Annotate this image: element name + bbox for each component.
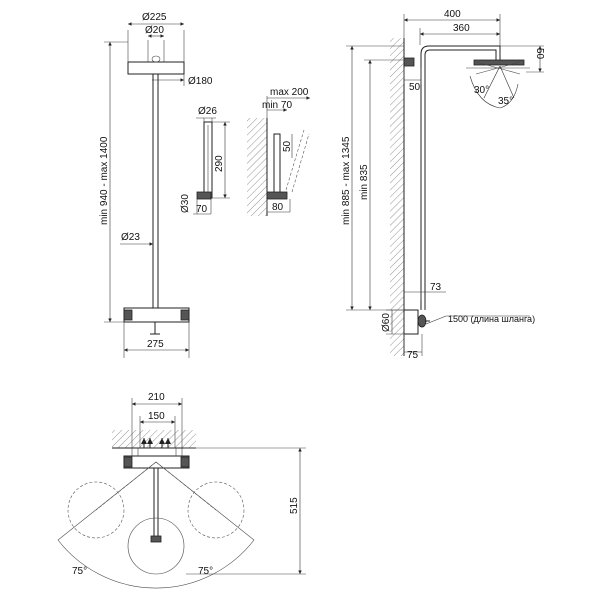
label-head-dia: Ø180 — [188, 76, 213, 87]
label-side-angle1: 30° — [474, 85, 489, 96]
label-holder-depth: 50 — [282, 140, 293, 152]
label-top-dia: Ø225 — [142, 12, 167, 23]
label-inner-dia: Ø20 — [145, 25, 164, 36]
label-holder-max: max 200 — [270, 87, 309, 98]
label-side-total: 400 — [444, 9, 461, 20]
head-position-center — [127, 517, 185, 575]
label-top-total-width: 210 — [148, 392, 165, 403]
label-side-mixer-dia: Ø60 — [381, 313, 392, 332]
label-pipe-dia: Ø23 — [121, 232, 140, 243]
label-hs-length: 290 — [214, 155, 225, 172]
shower-head-side — [473, 59, 525, 66]
label-hs-width: 70 — [196, 204, 208, 215]
label-side-arm: 360 — [453, 23, 470, 34]
front-view: Ø225 Ø20 Ø180 min 940 - max 1400 Ø23 275 — [99, 12, 213, 358]
label-hs-holder: Ø30 — [180, 194, 191, 213]
label-holder-base: 80 — [272, 202, 284, 213]
label-side-offset: 50 — [409, 82, 421, 93]
label-side-mixer-offset: 73 — [430, 282, 442, 293]
mixer-front — [123, 307, 190, 323]
mixer-side — [403, 309, 419, 335]
label-front-height: min 940 - max 1400 — [99, 136, 110, 225]
label-top-angle-left: 75° — [72, 566, 87, 577]
hand-shower-view: Ø26 290 Ø30 70 — [180, 106, 230, 215]
label-side-hose: 1500 (длина шланга) — [448, 314, 535, 324]
label-holder-min: min 70 — [262, 100, 292, 111]
mixer-top — [123, 455, 190, 469]
label-side-wall-gap: 75 — [407, 350, 419, 361]
label-top-angle-right: 75° — [198, 566, 213, 577]
label-side-angle2: 35° — [498, 96, 513, 107]
label-side-min-height: min 835 — [359, 164, 370, 200]
wall-bar — [273, 133, 281, 199]
holder-detail-view: max 200 min 70 50 80 — [247, 87, 310, 216]
head-position-left — [67, 481, 125, 539]
label-side-head-height: 50 — [534, 48, 545, 60]
label-top-inlet-spacing: 150 — [148, 411, 165, 422]
top-view: 210 150 75° 75° 515 — [57, 392, 306, 589]
label-top-depth: 515 — [289, 497, 300, 514]
head-position-right — [187, 481, 245, 539]
label-front-width: 275 — [147, 339, 164, 350]
label-hs-dia: Ø26 — [198, 106, 217, 117]
side-view: 400 360 30° 35° 50 50 min 885 - — [341, 9, 545, 361]
label-side-height: min 885 - max 1345 — [341, 136, 352, 225]
shower-head-front — [127, 61, 185, 75]
mixer-knob — [417, 314, 427, 328]
hand-shower-holder — [196, 191, 212, 200]
